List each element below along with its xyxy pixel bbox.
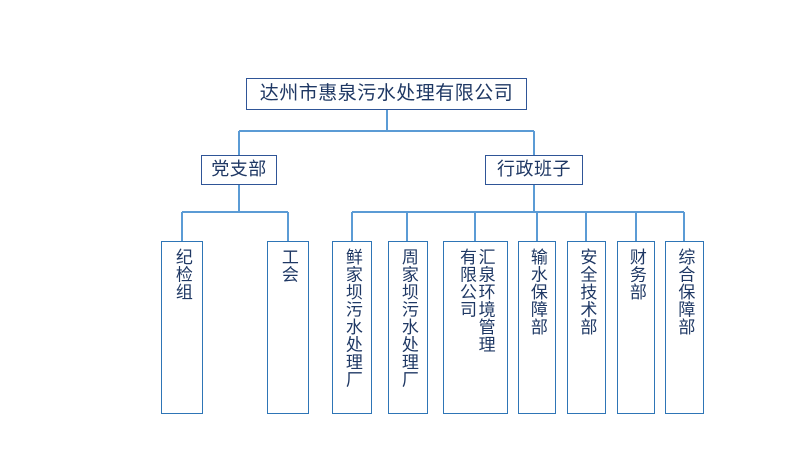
node-huiquan-environment-company-text: 汇泉环境管理 有限公司 [457,248,495,413]
node-admin-team[interactable]: 行政班子 [485,155,583,185]
node-water-transmission-department-label: 输水保障部 [527,248,547,336]
node-zhoujiaba-plant-label: 周家坝污水处理厂 [398,248,418,388]
node-root[interactable]: 达州市惠泉污水处理有限公司 [246,78,527,110]
node-safety-technology-department-label: 安全技术部 [577,248,597,336]
node-discipline-inspection-group-label: 纪检组 [172,248,192,301]
node-huiquan-environment-company-label2: 有限公司 [457,248,476,318]
node-safety-technology-department[interactable]: 安全技术部 [567,241,606,414]
node-huiquan-environment-company-label: 汇泉环境管理 [475,248,495,353]
node-xianjiaba-plant[interactable]: 鲜家坝污水处理厂 [332,241,372,414]
node-root-label: 达州市惠泉污水处理有限公司 [259,82,514,104]
node-labor-union[interactable]: 工会 [267,241,309,414]
node-water-transmission-department[interactable]: 输水保障部 [518,241,556,414]
node-discipline-inspection-group[interactable]: 纪检组 [161,241,203,414]
node-xianjiaba-plant-label: 鲜家坝污水处理厂 [342,248,362,388]
node-labor-union-label: 工会 [278,248,298,283]
node-party-branch-label: 党支部 [211,159,267,180]
node-admin-team-label: 行政班子 [497,159,571,180]
node-finance-department-label: 财务部 [626,248,646,301]
node-party-branch[interactable]: 党支部 [201,155,277,185]
node-huiquan-environment-company[interactable]: 汇泉环境管理 有限公司 [443,241,508,414]
node-general-support-department[interactable]: 综合保障部 [665,241,704,414]
node-zhoujiaba-plant[interactable]: 周家坝污水处理厂 [388,241,428,414]
node-general-support-department-label: 综合保障部 [675,248,695,336]
node-finance-department[interactable]: 财务部 [617,241,655,414]
